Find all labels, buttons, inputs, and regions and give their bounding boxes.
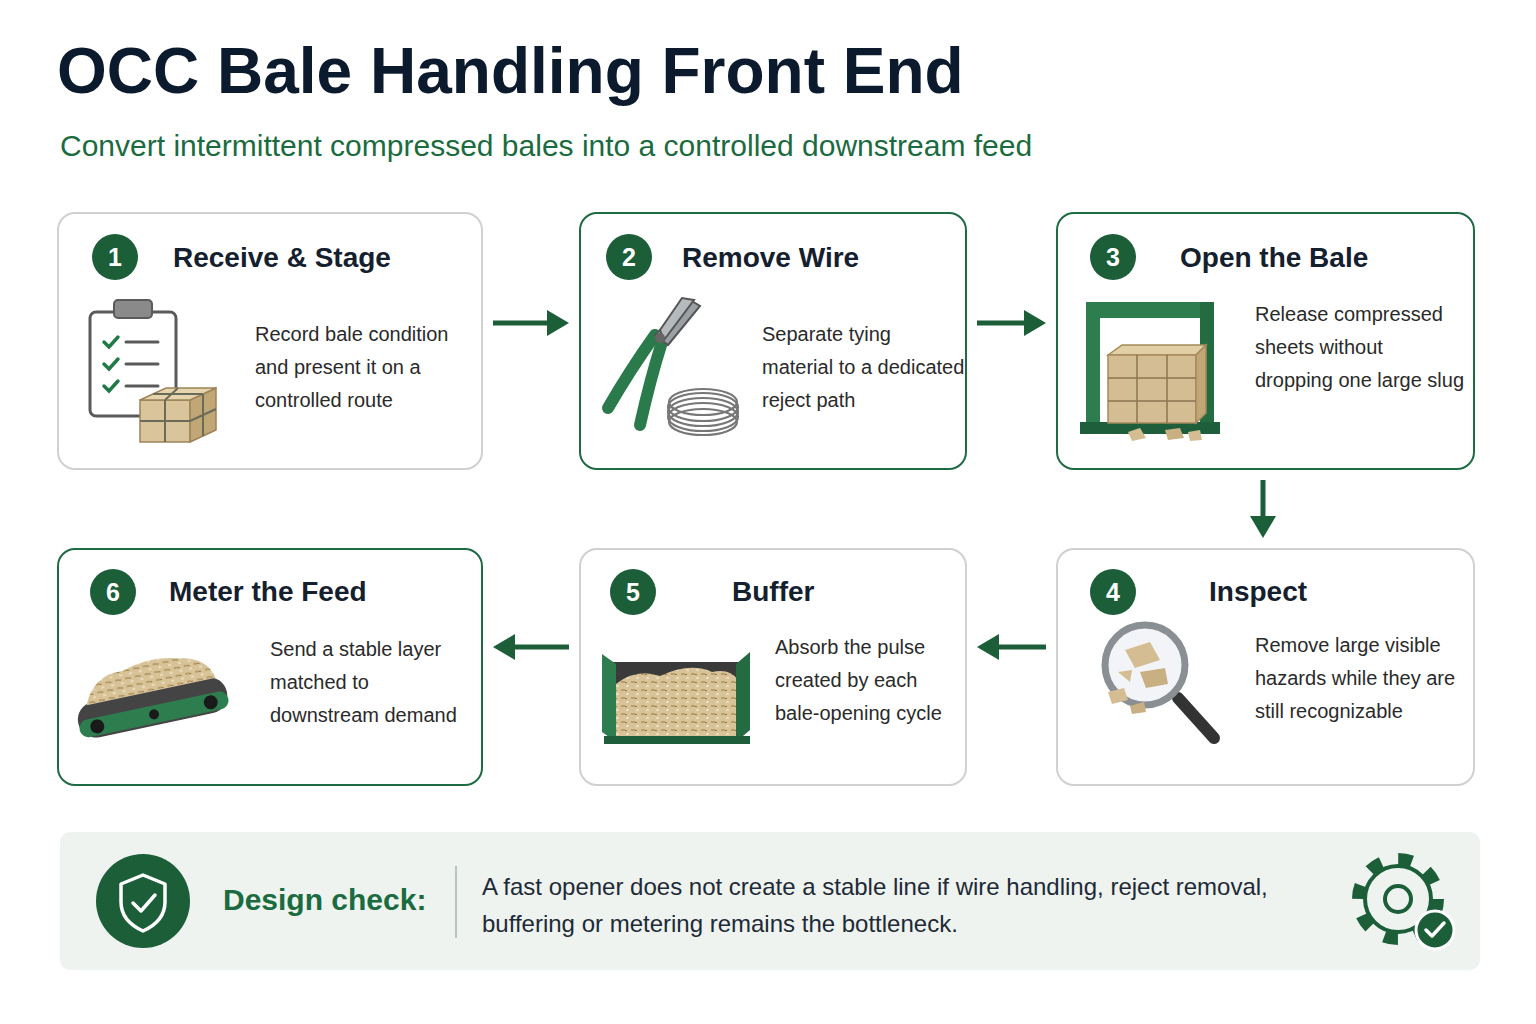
arrow-head (547, 310, 569, 336)
arrow-head (493, 634, 515, 660)
arrow-head (1024, 310, 1046, 336)
page-title: OCC Bale Handling Front End (57, 33, 964, 110)
step-number: 6 (106, 580, 120, 605)
process-box: BufferAbsorb the pulse created by each b… (579, 548, 967, 786)
arrow-shaft (513, 645, 569, 650)
arrow-shaft (493, 321, 549, 326)
arrow-shaft (997, 645, 1046, 650)
step-number: 4 (1106, 580, 1120, 605)
process-box: Receive & StageRecord bale condition and… (57, 212, 483, 470)
step-heading: Receive & Stage (173, 241, 473, 275)
flow-arrow (1250, 480, 1276, 538)
flow-arrow (977, 634, 1046, 660)
flow-arrow (493, 310, 569, 336)
process-box: InspectRemove large visible hazards whil… (1056, 548, 1475, 786)
step-number: 2 (622, 245, 636, 270)
arrow-head (1250, 516, 1276, 538)
step-heading: Meter the Feed (169, 575, 469, 609)
flow-arrow (493, 634, 569, 660)
step-number: 5 (626, 580, 640, 605)
page-subtitle: Convert intermittent compressed bales in… (60, 128, 1032, 164)
design-check-label: Design check: (223, 882, 458, 918)
step-number-circle: 5 (610, 569, 656, 615)
step-description: Absorb the pulse created by each bale-op… (775, 631, 963, 730)
step-number-circle: 1 (92, 234, 138, 280)
design-check-text: A fast opener does not create a stable l… (482, 868, 1362, 942)
step-number-circle: 4 (1090, 569, 1136, 615)
step-number-circle: 2 (606, 234, 652, 280)
step-description: Send a stable layer matched to downstrea… (270, 633, 462, 732)
step-heading: Remove Wire (682, 241, 952, 275)
step-heading: Inspect (1209, 575, 1459, 609)
step-description: Record bale condition and present it on … (255, 318, 480, 417)
arrow-head (977, 634, 999, 660)
step-number-circle: 6 (90, 569, 136, 615)
step-number-circle: 3 (1090, 234, 1136, 280)
step-description: Separate tying material to a dedicated r… (762, 318, 967, 417)
step-heading: Open the Bale (1180, 241, 1460, 275)
arrow-shaft (977, 321, 1026, 326)
step-description: Remove large visible hazards while they … (1255, 629, 1465, 728)
step-number: 1 (108, 245, 122, 270)
step-description: Release compressed sheets without droppi… (1255, 298, 1465, 397)
arrow-shaft (1261, 480, 1266, 518)
flow-arrow (977, 310, 1046, 336)
design-check-band: Design check: A fast opener does not crea… (60, 832, 1480, 970)
step-heading: Buffer (732, 575, 952, 609)
process-box: Meter the FeedSend a stable layer matche… (57, 548, 483, 786)
step-number: 3 (1106, 245, 1120, 270)
process-box: Open the BaleRelease compressed sheets w… (1056, 212, 1475, 470)
process-box: Remove WireSeparate tying material to a … (579, 212, 967, 470)
